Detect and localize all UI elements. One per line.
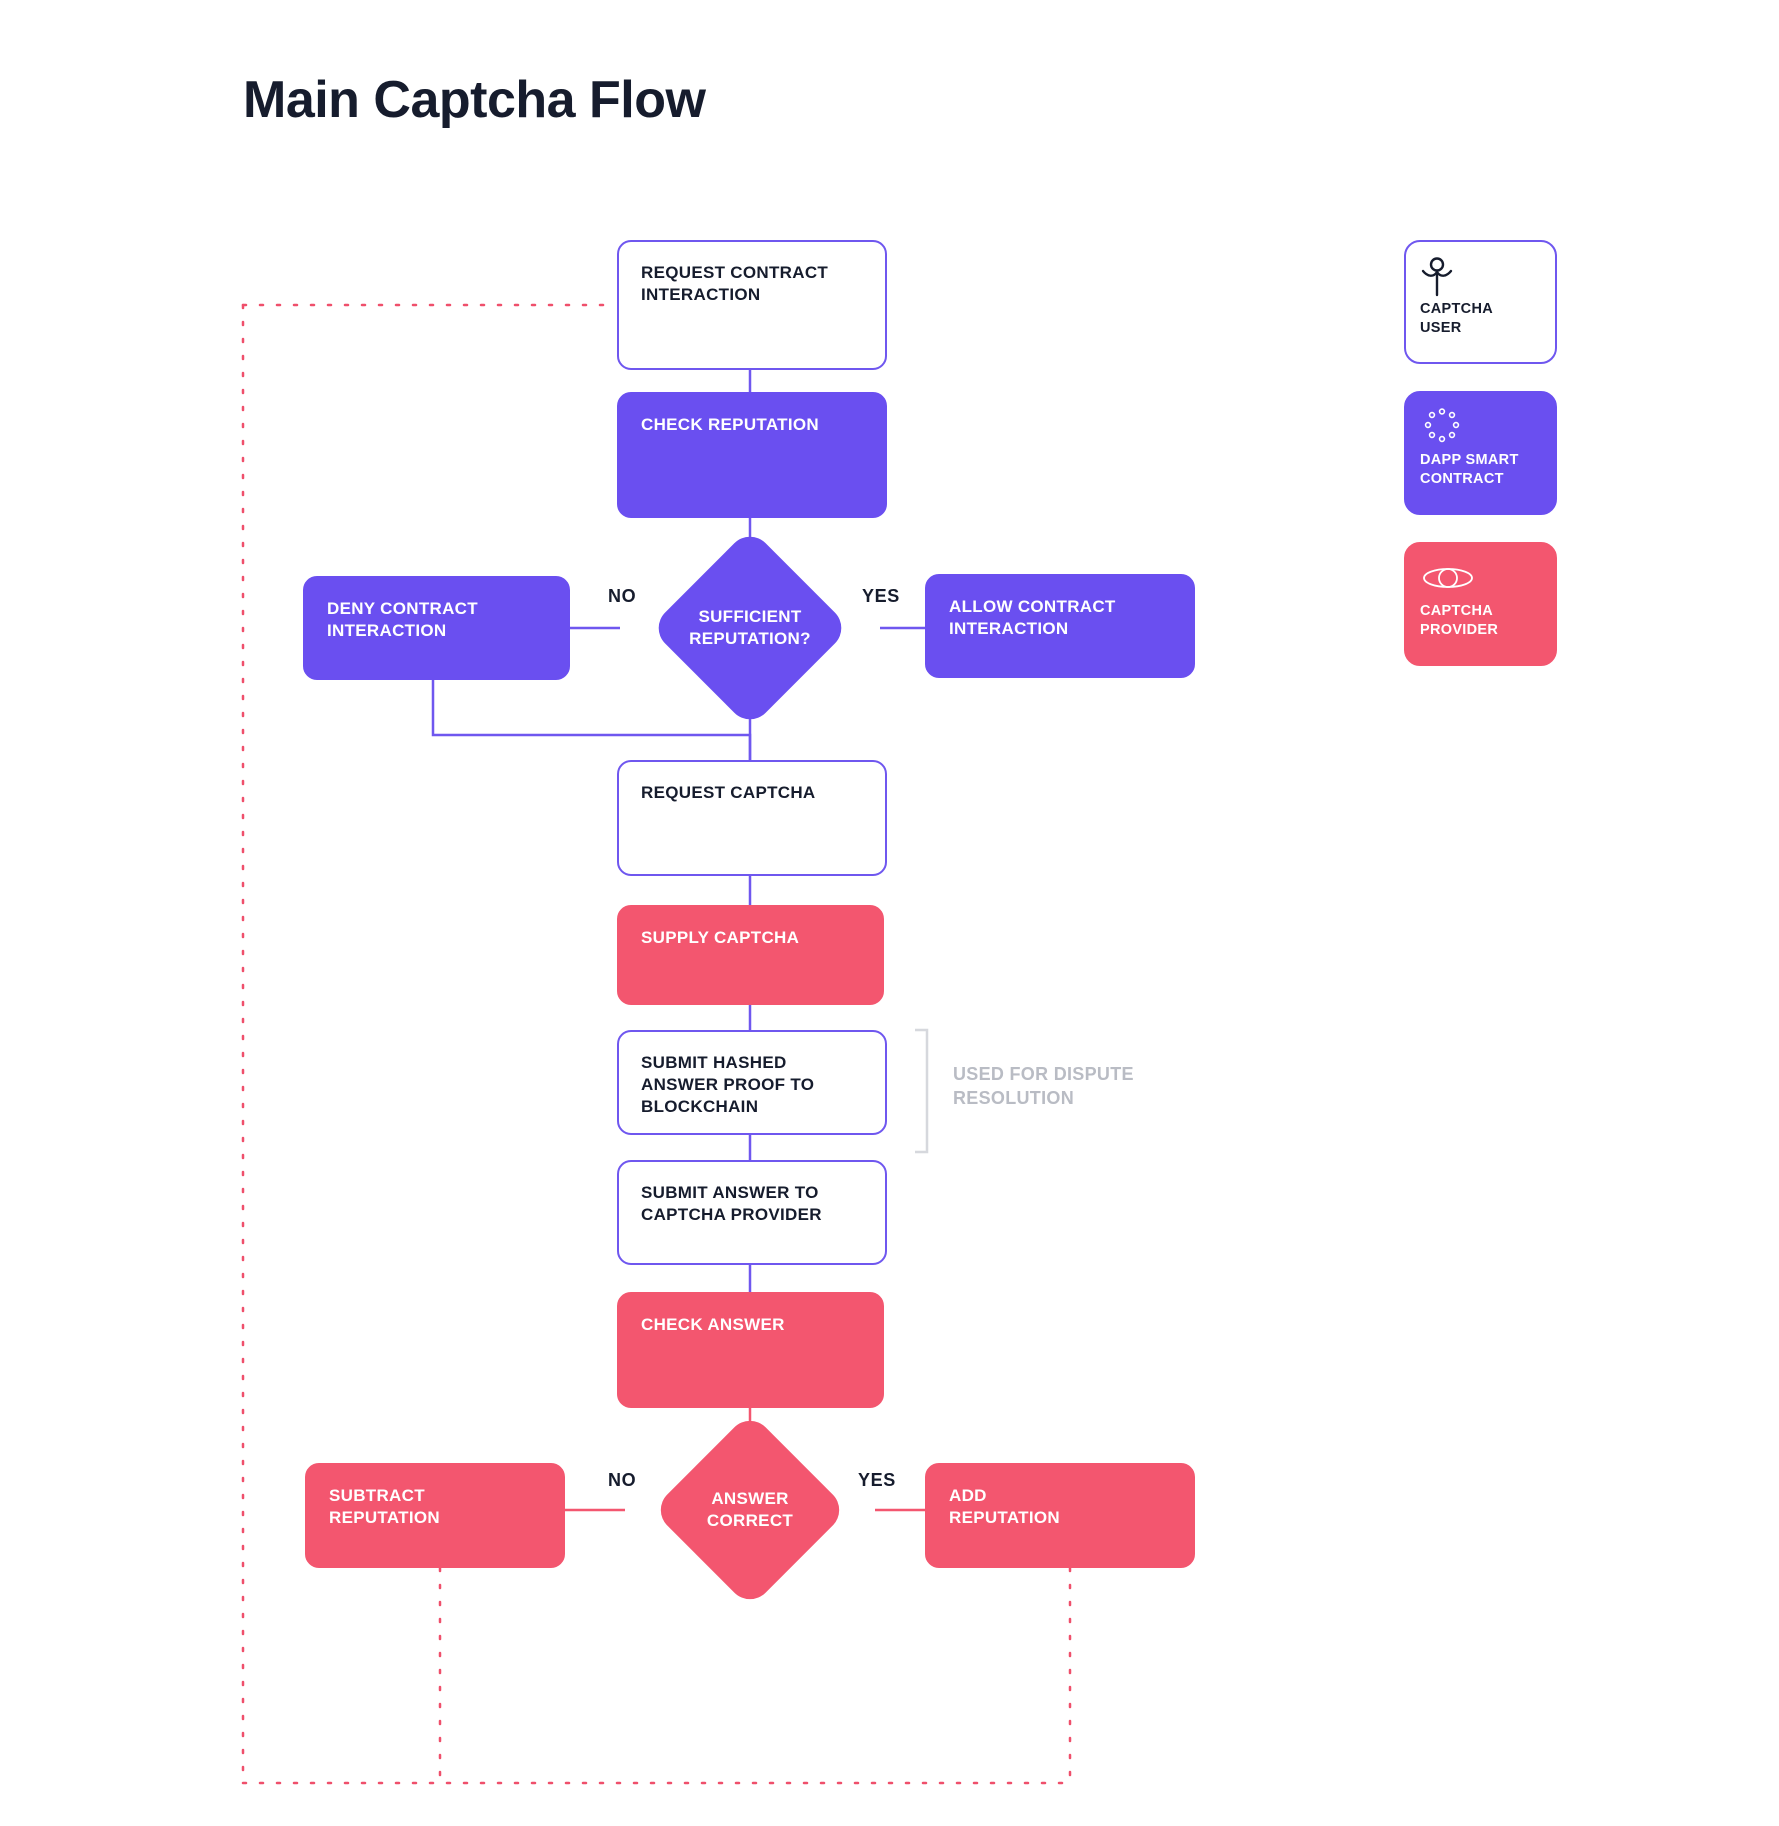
legend-item-label: CAPTCHA USER [1420, 301, 1493, 336]
node-sufficient-reputation[interactable]: SUFFICIENT REPUTATION? [620, 527, 880, 729]
node-label: ALLOW CONTRACT INTERACTION [949, 597, 1116, 638]
eye-ellipse-icon [1420, 558, 1541, 602]
edge-label-answer-no: NO [608, 1470, 637, 1490]
node-label: ADD REPUTATION [949, 1486, 1060, 1527]
node-label: REQUEST CONTRACT INTERACTION [641, 263, 829, 304]
node-submit-hashed-answer-proof[interactable]: SUBMIT HASHED ANSWER PROOF TO BLOCKCHAIN [617, 1030, 887, 1135]
node-subtract-reputation[interactable]: SUBTRACT REPUTATION [305, 1463, 565, 1568]
legend-item-captcha-provider[interactable]: CAPTCHA PROVIDER [1404, 542, 1557, 666]
node-label: SUFFICIENT REPUTATION? [689, 606, 811, 648]
node-check-reputation[interactable]: CHECK REPUTATION [617, 392, 887, 518]
edge-label-reputation-yes: YES [862, 586, 900, 606]
dispute-resolution-note: USED FOR DISPUTE RESOLUTION [953, 1064, 1134, 1109]
node-supply-captcha[interactable]: SUPPLY CAPTCHA [617, 905, 884, 1005]
legend-item-label: CAPTCHA PROVIDER [1420, 603, 1499, 638]
node-deny-contract-interaction[interactable]: DENY CONTRACT INTERACTION [303, 576, 570, 680]
node-add-reputation[interactable]: ADD REPUTATION [925, 1463, 1195, 1568]
node-answer-correct[interactable]: ANSWER CORRECT [625, 1411, 875, 1609]
edge-label-reputation-no: NO [608, 586, 637, 606]
edge-label-answer-yes: YES [858, 1470, 896, 1490]
node-label: DENY CONTRACT INTERACTION [327, 599, 478, 640]
legend-item-label: DAPP SMART CONTRACT [1420, 452, 1519, 487]
node-label: ANSWER CORRECT [706, 1488, 794, 1530]
node-label: SUPPLY CAPTCHA [641, 928, 800, 947]
node-label: REQUEST CAPTCHA [641, 783, 816, 802]
page-title: Main Captcha Flow [243, 71, 706, 129]
node-submit-answer-to-provider[interactable]: SUBMIT ANSWER TO CAPTCHA PROVIDER [617, 1160, 887, 1265]
node-label: CHECK ANSWER [641, 1315, 785, 1334]
node-request-contract-interaction[interactable]: REQUEST CONTRACT INTERACTION [617, 240, 887, 370]
node-label: CHECK REPUTATION [641, 415, 819, 434]
person-icon [1420, 256, 1541, 300]
node-label: SUBTRACT REPUTATION [329, 1486, 440, 1527]
node-label: SUBMIT ANSWER TO CAPTCHA PROVIDER [641, 1183, 822, 1224]
legend-item-dapp-smart-contract[interactable]: DAPP SMART CONTRACT [1404, 391, 1557, 515]
dispute-bracket [915, 1028, 929, 1154]
legend: CAPTCHA USER DAPP SMART C [1404, 240, 1557, 693]
node-allow-contract-interaction[interactable]: ALLOW CONTRACT INTERACTION [925, 574, 1195, 678]
node-check-answer[interactable]: CHECK ANSWER [617, 1292, 884, 1408]
dots-circle-icon [1420, 407, 1541, 451]
node-request-captcha[interactable]: REQUEST CAPTCHA [617, 760, 887, 876]
node-label: SUBMIT HASHED ANSWER PROOF TO BLOCKCHAIN [641, 1053, 815, 1116]
legend-item-captcha-user[interactable]: CAPTCHA USER [1404, 240, 1557, 364]
